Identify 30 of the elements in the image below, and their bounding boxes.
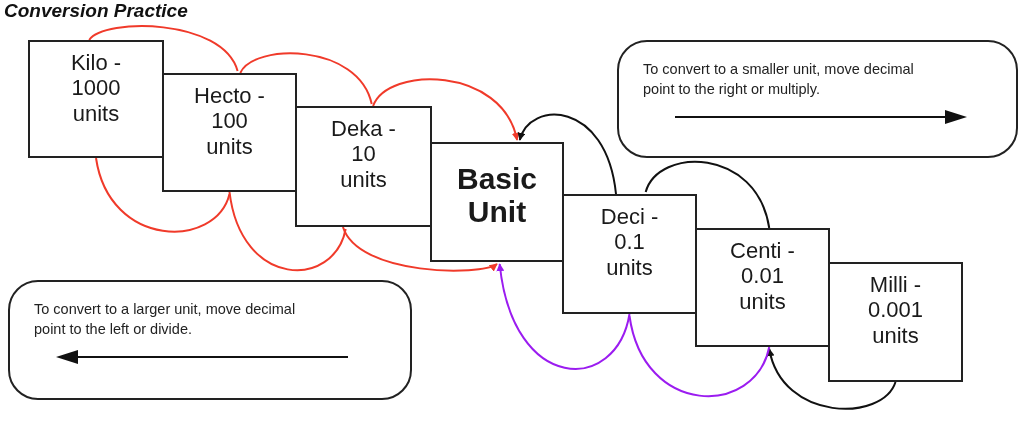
unit-label: Kilo - 1000 units — [69, 50, 123, 126]
arrow — [518, 113, 617, 195]
connector-line — [628, 315, 771, 397]
connector-line — [88, 25, 239, 72]
unit-label: Basic Unit — [455, 162, 539, 228]
note-box — [8, 280, 412, 400]
unit-box — [562, 194, 697, 314]
note-box — [617, 40, 1018, 158]
unit-box — [28, 40, 164, 158]
connector-line — [644, 160, 771, 229]
unit-label: Hecto - 100 units — [193, 83, 266, 159]
unit-box — [430, 142, 564, 262]
unit-label: Centi - 0.01 units — [729, 238, 796, 314]
unit-box — [828, 262, 963, 382]
note-text: To convert to a smaller unit, move decimal point to the right or multiply. — [643, 60, 915, 99]
unit-label: Deci - 0.1 units — [599, 204, 660, 280]
note-text: To convert to a larger unit, move decimal point to the left or divide. — [34, 300, 297, 339]
arrow — [496, 263, 631, 370]
connector-line — [95, 157, 231, 233]
connector-line — [228, 191, 347, 272]
unit-box — [695, 228, 830, 347]
unit-label: Milli - 0.001 units — [866, 272, 925, 348]
arrow — [372, 78, 519, 141]
arrow — [767, 348, 897, 410]
unit-box — [162, 73, 297, 192]
connector-line — [239, 52, 373, 105]
unit-box — [295, 106, 432, 227]
arrow — [341, 226, 498, 272]
unit-label: Deka - 10 units — [330, 116, 397, 192]
diagram-title: Conversion Practice — [4, 0, 188, 22]
